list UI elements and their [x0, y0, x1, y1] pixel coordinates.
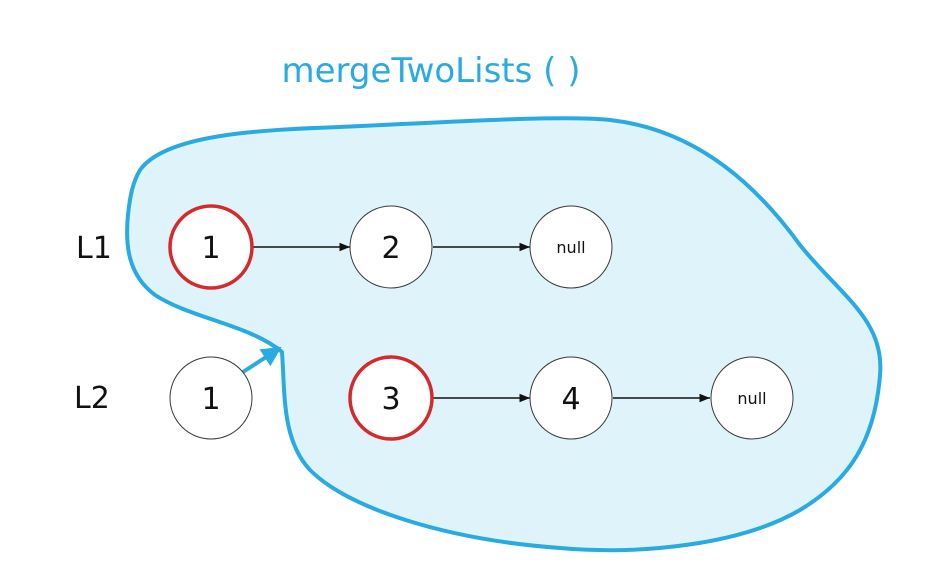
diagram-title: mergeTwoLists ( ): [282, 51, 581, 91]
l1-node-1: 1: [168, 204, 254, 290]
l2-node-null: null: [710, 356, 794, 440]
l2-node-1: 1: [169, 356, 253, 440]
node-value: 2: [381, 231, 400, 266]
list-label-l1: L1: [76, 231, 112, 266]
node-value: null: [737, 389, 766, 408]
node-value: 4: [561, 382, 580, 417]
l1-node-2: 2: [349, 205, 433, 289]
l2-node-3: 3: [348, 355, 434, 441]
l2-node-4: 4: [529, 356, 613, 440]
node-value: null: [556, 238, 585, 257]
node-value: 1: [201, 382, 220, 417]
list-label-l2: L2: [74, 381, 110, 416]
l2-head-recursion-arrow: [241, 346, 282, 374]
node-value: 3: [381, 382, 400, 417]
recursion-scope-region: [125, 116, 883, 553]
node-value: 1: [201, 231, 220, 266]
l1-node-null: null: [529, 205, 613, 289]
